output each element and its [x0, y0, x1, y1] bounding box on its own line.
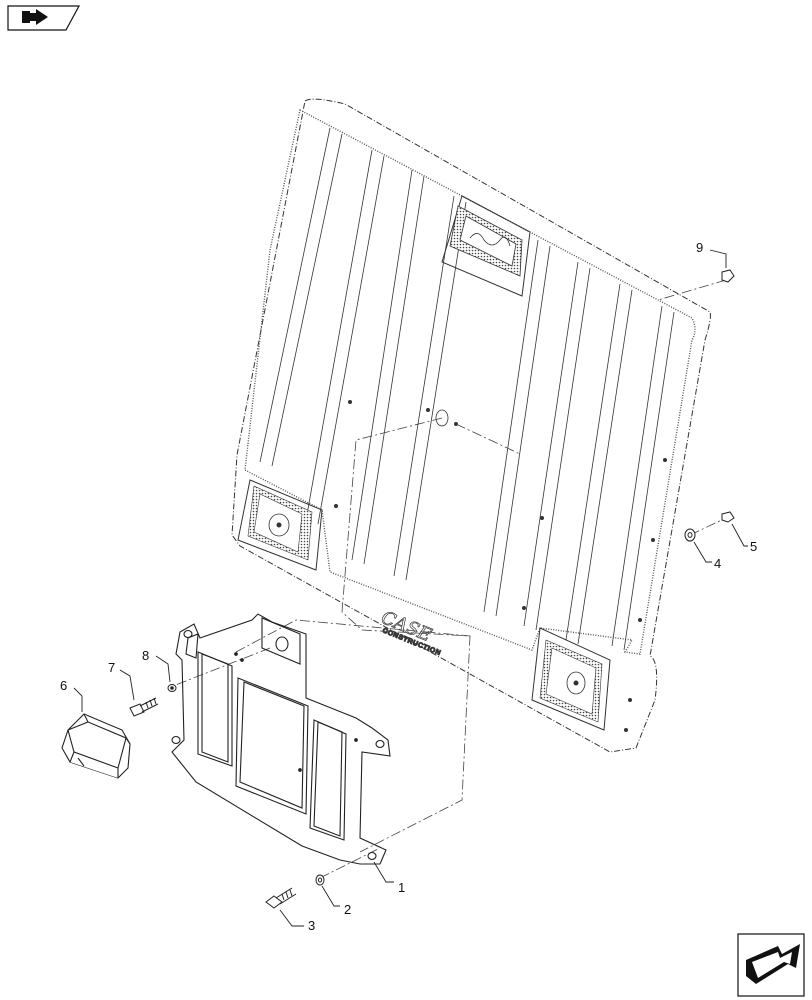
callout-2[interactable]: 2 — [344, 902, 351, 917]
nut-9 — [721, 269, 735, 283]
bolt-3 — [265, 887, 297, 909]
mounting-plate — [171, 613, 391, 865]
washer-4 — [684, 528, 696, 542]
bolt-7 — [129, 697, 159, 717]
nut-8 — [167, 684, 177, 692]
back-button[interactable] — [7, 5, 81, 31]
callout-5[interactable]: 5 — [750, 539, 757, 554]
grille-panel: CASE CONSTRUCTION — [231, 98, 711, 753]
forward-button[interactable] — [737, 933, 805, 997]
work-lamp — [61, 713, 131, 779]
washer-2 — [315, 874, 325, 886]
callout-8[interactable]: 8 — [142, 648, 149, 663]
callout-6[interactable]: 6 — [60, 678, 67, 693]
assembly-centerlines — [167, 279, 727, 879]
callout-labels: 1 2 3 4 5 6 7 8 9 — [60, 240, 757, 933]
callout-4[interactable]: 4 — [714, 556, 721, 571]
callout-9[interactable]: 9 — [696, 240, 703, 255]
callout-leaders — [73, 249, 748, 927]
callout-1[interactable]: 1 — [398, 880, 405, 895]
callout-3[interactable]: 3 — [308, 918, 315, 933]
nut-5 — [721, 511, 735, 523]
back-arrow-icon — [22, 9, 48, 25]
callout-7[interactable]: 7 — [108, 660, 115, 675]
forward-arrow-icon — [746, 944, 800, 984]
